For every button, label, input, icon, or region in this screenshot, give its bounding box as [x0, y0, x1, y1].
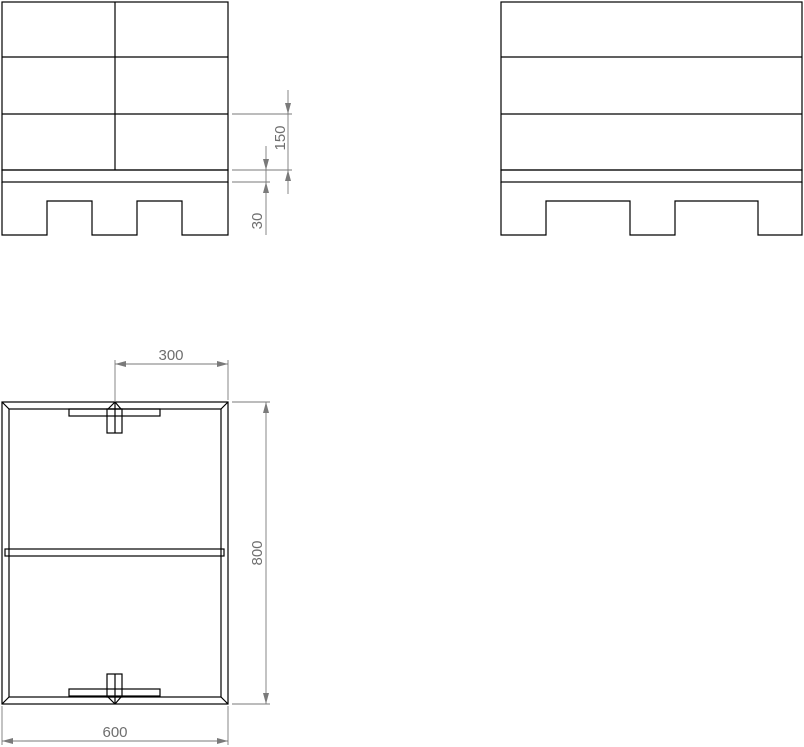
dimension-box-height: 150	[232, 90, 292, 194]
frame-corner	[220, 696, 229, 705]
arrow-head	[263, 402, 269, 413]
front-view	[1, 1, 229, 236]
dimension-label-30: 30	[249, 213, 266, 230]
top-view	[1, 401, 229, 705]
side-view	[500, 1, 803, 236]
dimension-label-600: 600	[102, 724, 127, 741]
arrow-head	[217, 738, 228, 744]
arrow-head	[285, 103, 291, 114]
dimension-label-800: 800	[249, 540, 266, 565]
dimension-width: 600	[1, 706, 229, 745]
arrow-head	[263, 159, 269, 170]
side-view-deck-board	[500, 169, 803, 183]
arrow-head	[263, 693, 269, 704]
front-view-pallet-base	[1, 182, 229, 236]
frame-corner	[1, 401, 10, 410]
dimension-base-height: 30	[232, 146, 270, 235]
top-view-inner-frame	[8, 408, 222, 698]
dimension-depth: 800	[232, 401, 270, 705]
latch-edge	[107, 401, 116, 410]
frame-corner	[1, 696, 10, 705]
top-view-outer-frame	[1, 401, 229, 705]
arrow-head	[263, 182, 269, 193]
latch-edge	[107, 696, 116, 705]
latch-edge	[114, 401, 122, 410]
latch-edge	[114, 696, 122, 705]
front-view-deck-board	[1, 169, 229, 183]
arrow-head	[115, 361, 126, 367]
arrow-head	[217, 361, 228, 367]
side-view-box-stack	[500, 1, 803, 171]
dimension-label-300: 300	[158, 347, 183, 364]
side-view-pallet-base	[500, 182, 803, 236]
arrow-head	[2, 738, 13, 744]
arrow-head	[285, 170, 291, 181]
top-view-center-board	[4, 548, 225, 557]
dimension-half-width: 300	[114, 347, 229, 402]
frame-corner	[220, 401, 229, 410]
dimension-label-150: 150	[272, 125, 289, 150]
